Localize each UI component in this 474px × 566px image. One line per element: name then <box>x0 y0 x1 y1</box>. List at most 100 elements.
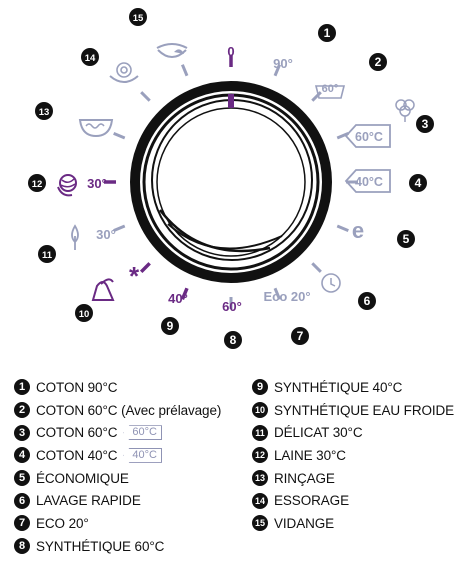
svg-text:4: 4 <box>415 176 422 190</box>
legend-label: LAINE 30°C <box>274 447 346 463</box>
knob-inner-ring <box>142 93 320 271</box>
temp-tag-40-frame <box>344 169 391 193</box>
callout-2: 2 <box>369 53 387 71</box>
callout-10: 10 <box>75 304 93 322</box>
drain-icon <box>156 43 188 58</box>
legend-label: SYNTHÉTIQUE 40°C <box>274 379 403 395</box>
callout-14: 14 <box>81 48 99 66</box>
callout-1: 1 <box>318 24 336 42</box>
legend-number-badge: 14 <box>252 492 268 509</box>
knob-pointer <box>228 94 234 108</box>
svg-text:12: 12 <box>32 179 43 190</box>
knob-grip-ring <box>151 99 313 261</box>
knob-grip-shading-2 <box>167 223 283 250</box>
legend-label: COTON 90°C <box>36 379 118 395</box>
dial-label-pos-8: Eco 20° <box>263 289 310 304</box>
dial-label-pos-2: 60° <box>322 83 339 95</box>
dial-tick <box>336 224 349 232</box>
legend-item: 15 VIDANGE <box>252 512 454 535</box>
legend-number-badge: 12 <box>252 447 268 464</box>
svg-text:3: 3 <box>422 117 429 131</box>
callout-8: 8 <box>224 331 242 349</box>
dial-label-pos-9: 60° <box>222 299 242 314</box>
legend-number-badge: 4 <box>14 447 30 464</box>
callout-6: 6 <box>358 292 376 310</box>
program-knob[interactable] <box>130 81 332 283</box>
legend-label: COTON 60°C <box>36 425 118 441</box>
legend-label: COTON 60°C (Avec prélavage) <box>36 402 222 418</box>
legend-item: 7 ECO 20° <box>14 512 221 535</box>
dial-label-pos-1: 90° <box>273 56 293 71</box>
leaf-icon <box>71 224 79 250</box>
legend-number-badge: 6 <box>14 492 30 509</box>
callout-9: 9 <box>161 317 179 335</box>
dial-tick <box>139 262 151 274</box>
svg-text:8: 8 <box>230 333 237 347</box>
legend-number-badge: 5 <box>14 470 30 487</box>
svg-text:2: 2 <box>375 55 382 69</box>
legend-label: COTON 40°C <box>36 447 118 463</box>
legend-item: 12 LAINE 30°C <box>252 444 454 467</box>
legend-label: RINÇAGE <box>274 470 335 486</box>
legend-item: 10 SYNTHÉTIQUE EAU FROIDE <box>252 399 454 422</box>
dial-label-pos-5: 40°C <box>355 175 383 189</box>
dial-label-pos-0: 0 <box>227 44 234 59</box>
dial-label-pos-12: 30° <box>96 227 116 242</box>
callout-7: 7 <box>291 327 309 345</box>
legend-number-badge: 15 <box>252 515 268 532</box>
legend-number-badge: 7 <box>14 515 30 532</box>
rinse-icon <box>78 119 114 138</box>
dial-tick <box>113 132 126 140</box>
dial-tick <box>273 64 281 77</box>
svg-text:9: 9 <box>167 319 174 333</box>
svg-text:14: 14 <box>85 53 96 64</box>
legend-number-badge: 8 <box>14 538 30 555</box>
wool-icon <box>57 174 77 197</box>
legend-number-badge: 10 <box>252 402 268 419</box>
callout-11: 11 <box>38 245 56 263</box>
prewash-icon <box>314 85 346 99</box>
callout-3: 3 <box>416 115 434 133</box>
dial-label-pos-10: 40° <box>168 291 188 306</box>
spin-icon <box>109 62 139 83</box>
legend-label: VIDANGE <box>274 515 335 531</box>
dial-ticks <box>104 55 358 309</box>
legend-number-badge: 9 <box>252 379 268 396</box>
callout-4: 4 <box>409 174 427 192</box>
svg-text:7: 7 <box>297 329 304 343</box>
callout-5: 5 <box>397 230 415 248</box>
dial-tick <box>273 287 281 300</box>
dial-tick <box>311 91 322 102</box>
legend-label: ESSORAGE <box>274 493 349 509</box>
svg-text:15: 15 <box>133 13 144 24</box>
legend-number-badge: 11 <box>252 424 268 441</box>
legend-item: 3 COTON 60°C 60°C <box>14 421 221 444</box>
legend-item: 13 RINÇAGE <box>252 467 454 490</box>
dial-tick <box>311 262 322 273</box>
legend-number-badge: 3 <box>14 424 30 441</box>
dial-tick <box>180 287 189 301</box>
legend-label: ECO 20° <box>36 515 89 531</box>
svg-text:5: 5 <box>403 232 410 246</box>
legend-temp-tag: 60°C <box>123 425 162 441</box>
legend-label: DÉLICAT 30°C <box>274 425 363 441</box>
program-legend-right: 9 SYNTHÉTIQUE 40°C 10 SYNTHÉTIQUE EAU FROID… <box>252 376 454 535</box>
svg-text:1: 1 <box>324 26 331 40</box>
svg-text:11: 11 <box>42 250 53 261</box>
svg-text:13: 13 <box>39 107 50 118</box>
cotton-flower-icon <box>395 99 415 122</box>
legend-item: 9 SYNTHÉTIQUE 40°C <box>252 376 454 399</box>
svg-text:10: 10 <box>79 309 90 320</box>
dial-tick <box>140 91 151 102</box>
dial-label-pos-6: e <box>352 218 364 243</box>
callout-15: 15 <box>129 8 147 26</box>
legend-label: SYNTHÉTIQUE EAU FROIDE <box>274 402 455 418</box>
legend-label: LAVAGE RAPIDE <box>36 493 141 509</box>
temp-tag-60-frame <box>344 124 391 148</box>
legend-number-badge: 13 <box>252 470 268 487</box>
